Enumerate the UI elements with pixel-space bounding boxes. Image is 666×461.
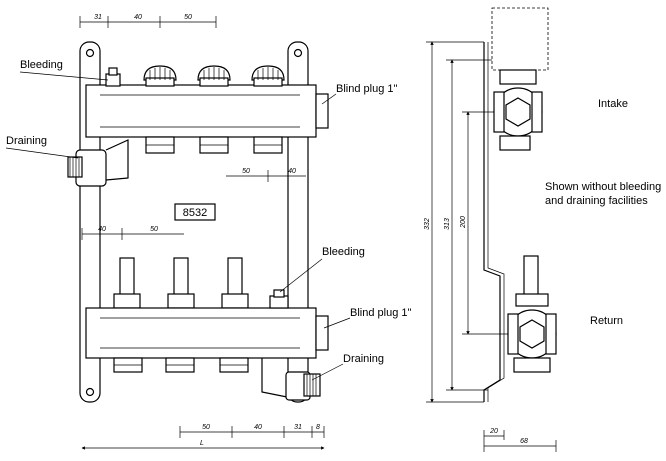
- dim-side-68: 68: [520, 438, 528, 445]
- dim-side-332: 332: [424, 218, 431, 230]
- dim-lower-50: 50: [150, 226, 158, 233]
- dim-side-20: 20: [489, 428, 498, 435]
- dim-bottom-40: 40: [254, 424, 262, 431]
- dim-side-200: 200: [460, 216, 467, 229]
- model-label-box: 8532: [174, 203, 216, 221]
- side-valve-lower: [507, 255, 557, 373]
- mounting-profile: [483, 42, 501, 402]
- side-dimensions: 332 313 200 20 68: [424, 41, 557, 452]
- lower-manifold-bar: [85, 289, 329, 359]
- dim-bottom-50: 50: [202, 424, 210, 431]
- label-blind-plug-top: Blind plug 1": [336, 83, 397, 95]
- mid-dimension-chain: 50 40: [226, 168, 306, 182]
- upper-outlets: [145, 136, 283, 154]
- knob-1: [143, 65, 177, 87]
- dim-top-50: 50: [184, 14, 192, 21]
- upper-valve-knobs: [105, 65, 285, 87]
- dim-lower-40: 40: [98, 226, 106, 233]
- bleed-valve-top: [105, 67, 121, 87]
- side-valve-upper: [493, 69, 543, 151]
- left-bracket: [79, 41, 101, 403]
- draining-valve-left: [67, 139, 129, 187]
- bottom-dimension-chain: 50 40 31 8 L: [81, 424, 325, 450]
- dim-bottom-8: 8: [316, 424, 320, 431]
- dim-side-313: 313: [444, 218, 451, 230]
- side-view: 332 313 200 20 68 Intake Shown without b…: [424, 7, 661, 452]
- upper-manifold-bar: [85, 84, 329, 138]
- dim-mid-50: 50: [242, 168, 250, 175]
- knob-2: [197, 65, 231, 87]
- label-draining-left: Draining: [6, 135, 47, 147]
- label-blind-plug-bottom: Blind plug 1": [350, 307, 411, 319]
- dim-bottom-L: L: [200, 440, 204, 447]
- label-intake: Intake: [598, 98, 628, 110]
- top-dimension-chain: 31 40 50: [79, 14, 217, 28]
- dim-mid-40: 40: [288, 168, 296, 175]
- lower-flow-indicators: [113, 257, 249, 309]
- lower-outlets: [113, 357, 249, 373]
- label-bleeding-top: Bleeding: [20, 59, 63, 71]
- note-line-2: and draining facilities: [545, 195, 648, 207]
- label-bleeding-bottom: Bleeding: [322, 246, 365, 258]
- dim-top-40: 40: [134, 14, 142, 21]
- model-number: 8532: [183, 207, 207, 219]
- lower-dimension-chain: 40 50: [81, 226, 184, 240]
- note-line-1: Shown without bleeding: [545, 181, 661, 193]
- front-view: 8532 Bleeding Draining Blind plug 1" Ble…: [5, 14, 411, 450]
- label-return: Return: [590, 315, 623, 327]
- label-draining-bottom: Draining: [343, 353, 384, 365]
- cover-outline: [491, 7, 549, 71]
- dim-bottom-31: 31: [294, 424, 302, 431]
- dim-top-31: 31: [94, 14, 102, 21]
- draining-valve-bottom: [261, 358, 321, 401]
- knob-3: [251, 65, 285, 87]
